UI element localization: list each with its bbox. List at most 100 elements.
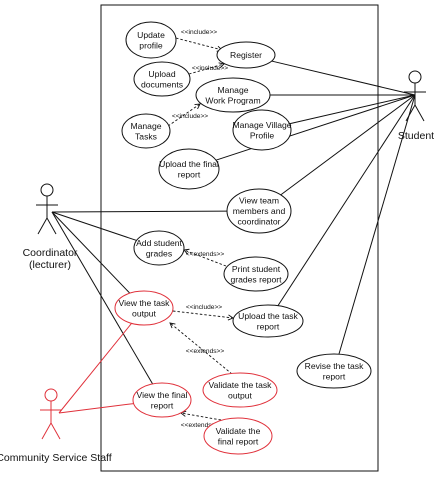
actor-leg-left — [405, 104, 416, 122]
actor-staff: Community Service Staff — [0, 388, 112, 464]
association-line-coordinator-view-team — [51, 210, 228, 213]
use-case-label: coordinator — [238, 217, 281, 227]
relation-arrowhead — [194, 103, 201, 110]
relation-label: <<extends>> — [186, 348, 225, 355]
use-case-label: report — [151, 400, 174, 410]
use-case-label: report — [257, 321, 280, 331]
relation-line-upload-documents-to-register — [188, 63, 225, 75]
association-line-student-register — [271, 60, 416, 96]
use-case-register: Register — [216, 41, 276, 69]
relation-label: <<extends>> — [181, 422, 220, 429]
use-case-label: documents — [141, 79, 183, 89]
use-case-ellipse — [216, 41, 276, 69]
use-case-ellipse — [133, 61, 191, 97]
relation-label: <<include>> — [181, 29, 217, 36]
use-case-label: report — [323, 371, 346, 381]
actor-head-icon — [44, 388, 58, 402]
use-case-label: grades — [146, 248, 172, 258]
use-case-label: members and — [233, 206, 286, 216]
use-case-label: profile — [139, 40, 163, 50]
relation-line-update-profile-to-register — [175, 37, 223, 51]
relation-line-validate-final-report-to-view-final-report — [180, 412, 222, 421]
actor-student: Student — [398, 70, 434, 142]
use-case-label: Add student — [136, 238, 182, 248]
use-case-ellipse — [132, 382, 192, 418]
actor-label: Student — [398, 130, 434, 142]
relation-line-view-task-output-to-upload-task-report — [172, 310, 234, 319]
actor-leg-left — [37, 217, 48, 235]
use-case-ellipse — [223, 256, 289, 292]
association-line-coordinator-add-grades — [51, 211, 137, 241]
use-case-label: Tasks — [135, 131, 157, 141]
use-case-ellipse — [125, 21, 177, 59]
association-line-student-revise-task-report — [338, 94, 416, 355]
use-case-label: Upload the task — [238, 311, 298, 321]
use-case-label: output — [132, 308, 157, 318]
actor-leg-right — [414, 104, 425, 122]
relation-label: <<include>> — [186, 304, 222, 311]
association-line-coordinator-view-final-report — [51, 211, 154, 385]
use-case-label: Register — [230, 50, 262, 60]
association-line-student-view-team — [280, 94, 416, 196]
use-case-ellipse — [226, 188, 292, 234]
use-case-label: final report — [218, 436, 259, 446]
use-case-label: Manage Village — [232, 120, 291, 130]
use-case-ellipse — [296, 353, 372, 389]
use-case-label: Print student — [232, 264, 281, 274]
actor-leg-right — [50, 422, 61, 440]
use-case-label: Manage — [217, 85, 248, 95]
actor-head-icon — [408, 70, 422, 84]
association-line-staff-view-final-report — [58, 403, 134, 414]
relation-line-print-grades-to-add-grades — [183, 249, 227, 267]
use-case-ellipse — [158, 148, 220, 190]
relation-label: <<include>> — [192, 65, 228, 72]
use-case-ellipse — [232, 304, 304, 338]
use-case-label: View the task — [119, 298, 171, 308]
use-case-label: report — [178, 169, 201, 179]
relation-line-manage-tasks-to-manage-work-program — [167, 103, 201, 127]
use-case-label: Manage — [130, 121, 161, 131]
relation-label: <<extends>> — [186, 251, 225, 258]
actor-leg-left — [41, 422, 52, 440]
use-case-label: View the final — [137, 390, 188, 400]
association-line-coordinator-view-task-output — [51, 211, 131, 294]
actor-coordinator: Coordinator(lecturer) — [23, 183, 78, 271]
association-line-staff-view-task-output — [58, 323, 132, 414]
use-case-label: Upload — [148, 69, 175, 79]
use-case-label: Validate the — [216, 426, 261, 436]
association-line-student-upload-task-report — [277, 94, 416, 306]
use-case-ellipse — [114, 290, 174, 326]
actor-label: Coordinator — [23, 247, 78, 259]
use-case-label: Revise the task — [305, 361, 364, 371]
use-case-label: Upload the final — [159, 159, 219, 169]
use-case-ellipse — [232, 109, 292, 151]
actor-leg-right — [46, 217, 57, 235]
association-line-student-manage-village-profile — [289, 94, 416, 125]
use-case-label: Profile — [250, 130, 275, 140]
use-case-label: output — [228, 390, 253, 400]
actor-head-icon — [40, 183, 54, 197]
association-line-student-upload-final-report — [215, 94, 416, 161]
actor-label: Community Service Staff — [0, 452, 112, 464]
use-case-ellipse — [133, 230, 185, 266]
use-case-label: View team — [239, 196, 279, 206]
use-case-ellipse — [202, 372, 278, 408]
use-case-label: Work Program — [205, 95, 260, 105]
relation-label: <<include>> — [172, 113, 208, 120]
use-case-ellipse — [203, 417, 273, 455]
use-case-ellipse — [195, 77, 271, 113]
